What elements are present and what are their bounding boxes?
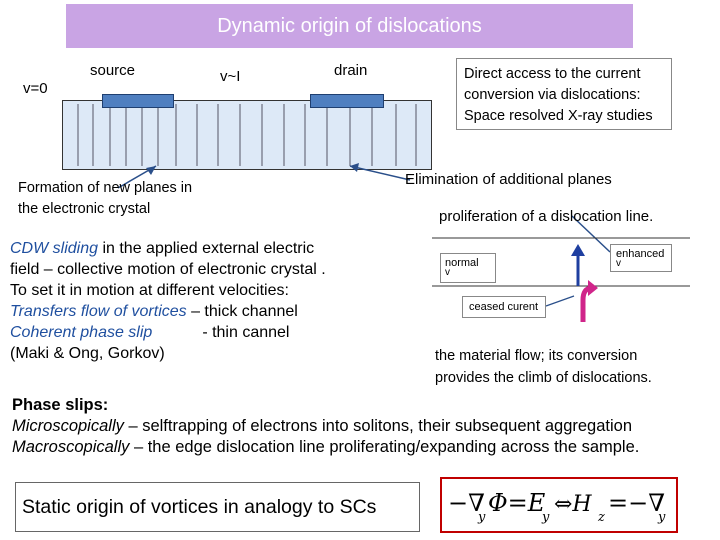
cdw-line-4: Transfers flow of vortices – thick chann… xyxy=(10,301,326,322)
source-label: source xyxy=(90,62,136,79)
formula-box: −∇ y Φ=E y ⇔H z =−∇ y xyxy=(440,477,678,533)
elimination-text: Elimination of additional planes xyxy=(405,171,612,188)
coherent-term: Coherent phase slip xyxy=(10,324,153,341)
source-electrode xyxy=(102,94,174,108)
cdw-line-1: CDW sliding in the applied external elec… xyxy=(10,238,326,259)
direct-access-box: Direct access to the current conversion … xyxy=(456,58,672,130)
phase-slips-block: Phase slips: Microscopically – selftrapp… xyxy=(12,395,639,458)
svg-text:z: z xyxy=(597,510,605,525)
slide-title: Dynamic origin of dislocations xyxy=(66,4,633,48)
formation-line-2: the electronic crystal xyxy=(18,201,151,217)
phase-slips-line-2-rest: – the edge dislocation line proliferatin… xyxy=(129,438,640,456)
direct-access-line-2: conversion via dislocations: xyxy=(464,87,641,103)
cdw-line-4-rest: – thick channel xyxy=(186,303,298,320)
direct-access-line-1: Direct access to the current xyxy=(464,66,641,82)
normal-v-label: v xyxy=(445,267,450,278)
elimination-arrow xyxy=(349,165,411,181)
svg-text:Φ=E: Φ=E xyxy=(488,489,546,517)
static-origin-box: Static origin of vortices in analogy to … xyxy=(15,482,420,532)
electronic-crystal xyxy=(62,100,432,170)
cdw-line-5: Coherent phase slip - thin cannel xyxy=(10,322,326,343)
formation-text: Formation of new planes in the electroni… xyxy=(18,178,192,220)
phase-slips-line-1-rest: – selftrapping of electrons into soliton… xyxy=(123,417,633,435)
transfers-term: Transfers flow of vortices xyxy=(10,303,187,320)
enhanced-v-label: v xyxy=(616,258,621,269)
proliferation-text: proliferation of a dislocation line. xyxy=(439,208,654,225)
cdw-line-5-rest: - thin cannel xyxy=(202,324,290,341)
cdw-line-2: field – collective motion of electronic … xyxy=(10,261,326,278)
drain-electrode xyxy=(310,94,384,108)
drain-label: drain xyxy=(334,62,368,79)
material-text: the material flow; its conversion provid… xyxy=(435,345,652,389)
normal-box: normal v xyxy=(440,253,496,283)
v0-label: v=0 xyxy=(23,80,48,97)
cdw-line-3: To set it in motion at different velocit… xyxy=(10,282,289,299)
svg-text:y: y xyxy=(477,510,486,525)
phase-slips-heading: Phase slips: xyxy=(12,396,109,414)
svg-text:y: y xyxy=(657,510,666,525)
formula-image: −∇ y Φ=E y ⇔H z =−∇ y xyxy=(448,489,666,525)
svg-text:⇔H: ⇔H xyxy=(554,492,592,517)
svg-text:−∇: −∇ xyxy=(448,489,485,517)
enhanced-box: enhanced v xyxy=(610,244,672,272)
cdw-block: CDW sliding in the applied external elec… xyxy=(10,238,326,364)
crystal-planes xyxy=(77,104,417,166)
material-line-2: provides the climb of dislocations. xyxy=(435,370,652,386)
microscopically-term: Microscopically xyxy=(12,417,124,435)
macroscopically-term: Macroscopically xyxy=(12,438,130,456)
svg-text:=−∇: =−∇ xyxy=(608,489,665,517)
phase-slips-line-2: Macroscopically – the edge dislocation l… xyxy=(12,437,639,458)
velocity-label: v~I xyxy=(220,68,241,85)
enhanced-label: enhanced xyxy=(616,248,665,260)
material-line-1: the material flow; its conversion xyxy=(435,348,638,364)
svg-text:y: y xyxy=(541,510,550,525)
normal-label: normal xyxy=(445,257,479,269)
cdw-line-6: (Maki & Ong, Gorkov) xyxy=(10,345,165,362)
phase-slips-line-1: Microscopically – selftrapping of electr… xyxy=(12,416,639,437)
ceased-box: ceased curent xyxy=(462,296,546,318)
cdw-sliding-term: CDW sliding xyxy=(10,240,99,257)
direct-access-line-3: Space resolved X-ray studies xyxy=(464,108,653,124)
formation-line-1: Formation of new planes in xyxy=(18,180,193,196)
proliferation-arrow xyxy=(571,215,611,253)
cdw-line-1-rest: in the applied external electric xyxy=(98,240,315,257)
